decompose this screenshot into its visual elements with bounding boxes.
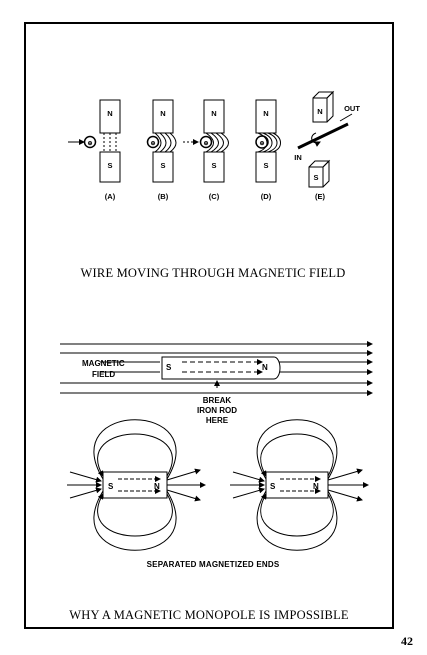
panel-e [297,90,353,188]
panel-a-bottom-label: S [107,161,112,170]
panel-d-bottom-label: S [263,161,268,170]
break-line2: IRON ROD [197,406,237,415]
panel-a-caption: (A) [105,192,116,201]
panel-c-top-label: N [211,109,216,118]
rod-s-label: S [166,363,172,372]
figure-rod-in-field [60,341,373,396]
break-line3: HERE [206,416,229,425]
panel-e-bottom-label: S [313,173,318,182]
page-frame [24,22,394,629]
panel-b-bottom-label: S [160,161,165,170]
figure2-caption: WHY A MAGNETIC MONOPOLE IS IMPOSSIBLE [69,608,349,622]
panel-e-top-label: N [317,107,322,116]
panel-c-caption: (C) [209,192,220,201]
wire-a-symbol: ⊕ [87,141,92,147]
figure-wire-panels [68,90,353,188]
panel-b-caption: (B) [158,192,169,201]
out-label: OUT [344,104,360,113]
panel-d [255,99,281,183]
wire-b-symbol: ⊕ [150,141,155,147]
panel-c-bottom-label: S [211,161,216,170]
panel-b-top-label: N [160,109,165,118]
break-line1: BREAK [203,396,232,405]
field-label-line1: MAGNETIC [82,359,125,368]
magnet-right-s: S [270,482,276,491]
figure1-caption: WIRE MOVING THROUGH MAGNETIC FIELD [80,266,346,280]
panel-e-caption: (E) [315,192,326,201]
panel-a [68,99,121,183]
in-label: IN [294,153,302,162]
wire-d-symbol: ⊕ [259,141,264,147]
page-number: 42 [401,634,413,648]
magnet-left-n: N [154,482,160,491]
panel-d-top-label: N [263,109,268,118]
rod-n-label: N [262,363,268,372]
magnet-left [67,419,206,551]
figure3-subcaption: SEPARATED MAGNETIZED ENDS [146,560,280,569]
figure-separated-magnets [67,419,369,551]
magnet-right [230,419,369,551]
magnet-right-n: N [313,482,319,491]
panel-b [146,99,177,183]
panel-a-top-label: N [107,109,112,118]
panel-d-caption: (D) [261,192,272,201]
wire-c-symbol: ⊕ [203,141,208,147]
magnet-left-s: S [108,482,114,491]
field-label-line2: FIELD [92,370,115,379]
panel-c [183,99,229,183]
